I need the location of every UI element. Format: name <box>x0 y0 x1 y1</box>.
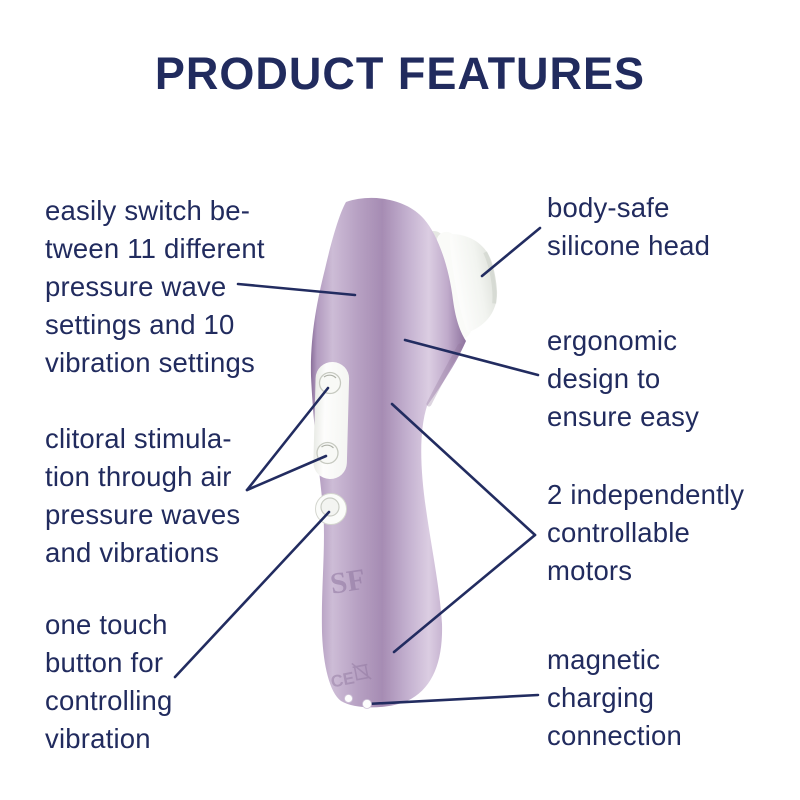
feature-label-magnetic-charging: magnetic charging connection <box>547 641 682 755</box>
connector-ergonomic <box>403 338 540 377</box>
feature-label-line: controlling <box>45 685 173 716</box>
connector-clitoral-lower <box>245 454 328 492</box>
feature-label-line: and vibrations <box>45 537 220 568</box>
connector-motors-upper <box>390 402 537 537</box>
charging-contacts <box>344 694 372 709</box>
feature-label-settings: easily switch be- tween 11 different pre… <box>45 192 265 382</box>
feature-label-line: body-safe <box>547 192 670 223</box>
feature-label-line: motors <box>547 555 633 586</box>
feature-label-one-touch-button: one touch button for controlling vibrati… <box>45 606 173 758</box>
feature-label-line: tion through air <box>45 461 232 492</box>
feature-label-line: vibration <box>45 723 151 754</box>
feature-label-line: button for <box>45 647 164 678</box>
feature-label-line: design to <box>547 363 661 394</box>
connector-clitoral-upper <box>245 386 330 492</box>
body-crease-shadow <box>426 343 463 407</box>
certification-marks: CE <box>329 662 372 692</box>
feature-label-line: easily switch be- <box>45 195 251 226</box>
connector-charging <box>365 693 540 706</box>
control-panel <box>313 362 350 479</box>
feature-label-ergonomic-design: ergonomic design to ensure easy <box>547 322 699 436</box>
feature-label-line: settings and 10 <box>45 309 235 340</box>
feature-label-line: charging <box>547 682 655 713</box>
product-body <box>310 197 466 708</box>
feature-label-line: tween 11 different <box>45 233 265 264</box>
connector-lines <box>173 226 542 706</box>
connector-one-touch <box>173 510 331 679</box>
connector-head <box>480 226 542 278</box>
connector-motors-lower <box>392 533 537 654</box>
feature-label-clitoral-stimulation: clitoral stimula- tion through air press… <box>45 420 240 572</box>
feature-label-line: controllable <box>547 517 691 548</box>
feature-label-silicone-head: body-safe silicone head <box>547 189 710 265</box>
feature-label-line: one touch <box>45 609 168 640</box>
feature-label-line: pressure wave <box>45 271 227 302</box>
sf-logo: SF <box>328 563 368 601</box>
feature-label-line: vibration settings <box>45 347 255 378</box>
feature-label-line: ensure easy <box>547 401 700 432</box>
feature-label-line: ergonomic <box>547 325 678 356</box>
page-title: PRODUCT FEATURES <box>154 48 646 99</box>
connector-settings <box>236 282 357 297</box>
feature-label-line: clitoral stimula- <box>45 423 232 454</box>
weee-bin-icon <box>351 662 372 681</box>
feature-label-line: pressure waves <box>45 499 241 530</box>
feature-label-line: connection <box>547 720 683 751</box>
feature-label-line: magnetic <box>547 644 661 675</box>
feature-label-motors: 2 independently controllable motors <box>547 476 744 590</box>
ce-mark: CE <box>329 668 356 691</box>
feature-label-line: 2 independently <box>547 479 745 510</box>
feature-label-line: silicone head <box>547 230 711 261</box>
